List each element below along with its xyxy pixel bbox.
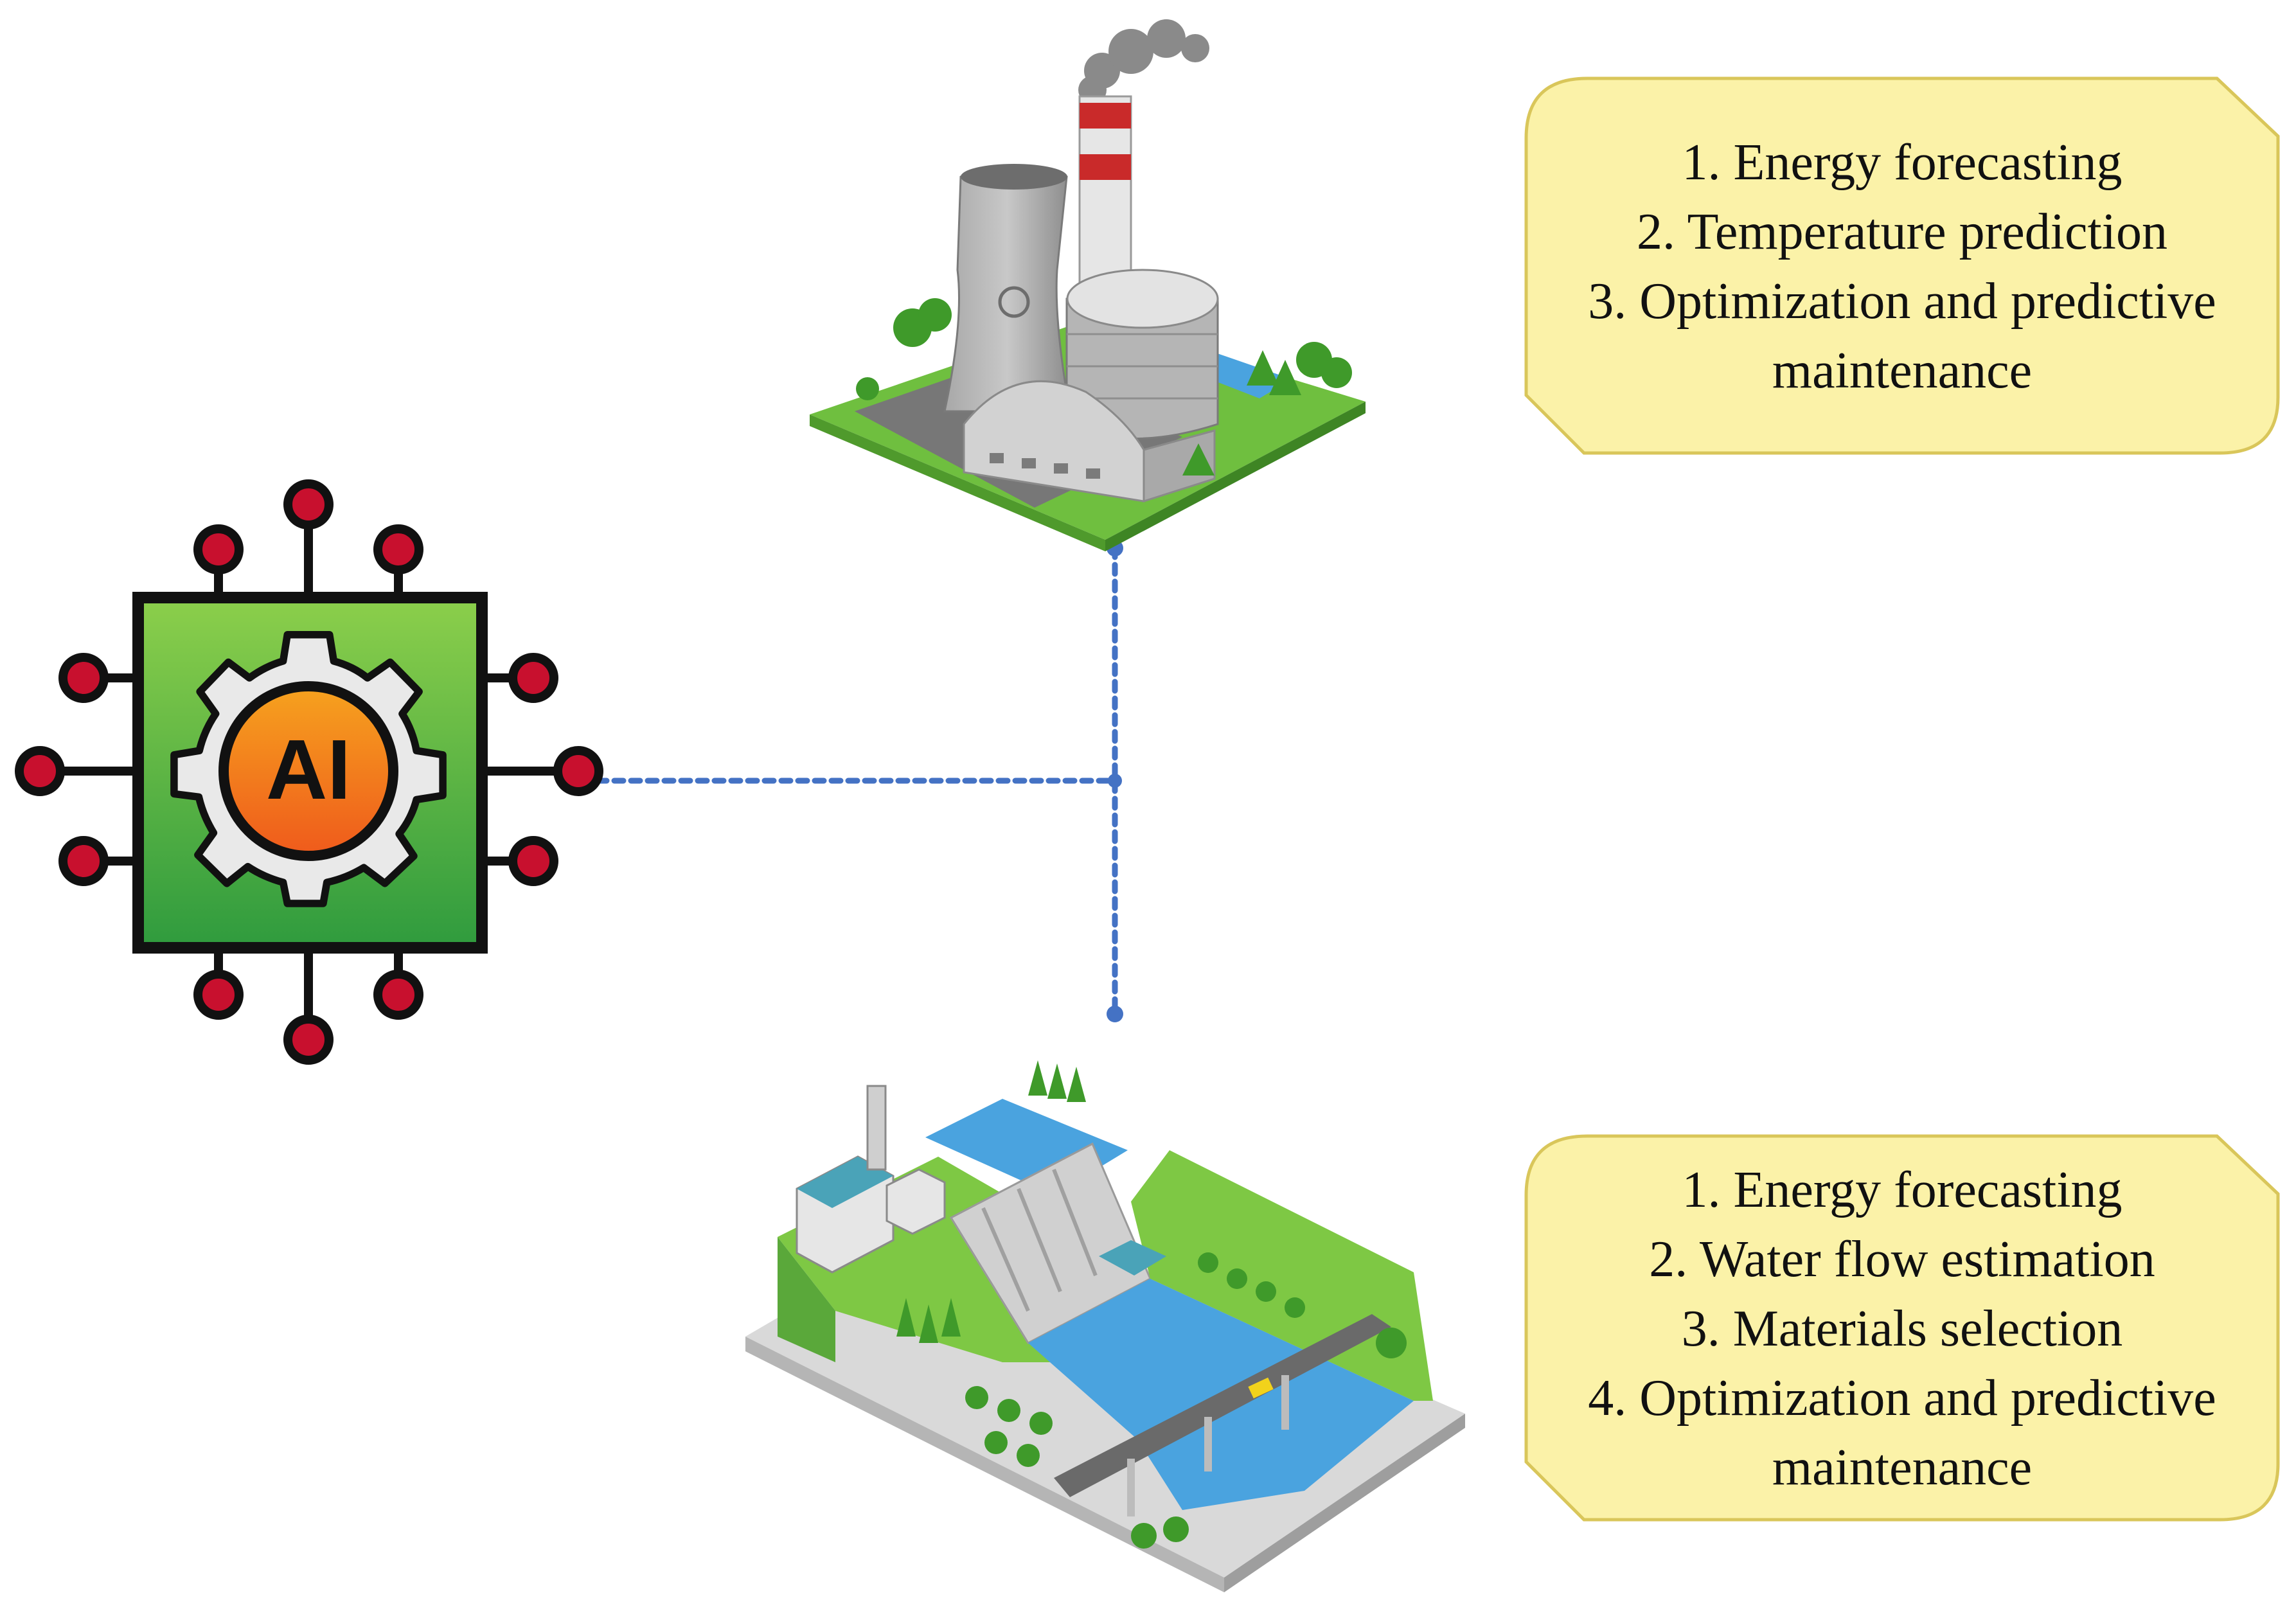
bottom-callout-line-3: 3. Materials selection — [1681, 1301, 2123, 1357]
ai-badge-text: AI — [266, 722, 351, 817]
bottom-callout-box — [1524, 1134, 2280, 1522]
top-callout-line-2: 2. Temperature prediction — [1637, 203, 2167, 260]
bottom-callout-line-2: 2. Water flow estimation — [1649, 1231, 2155, 1288]
top-callout-line-1: 1. Energy forecasting — [1682, 134, 2122, 191]
trees — [896, 1060, 1407, 1549]
bottom-callout-line-4: 4. Optimization and predictive — [1588, 1370, 2216, 1427]
top-callout-line-4: maintenance — [1772, 342, 2033, 399]
top-callout-text: 1. Energy forecasting 2. Temperature pre… — [1526, 78, 2278, 454]
chip-pins — [15, 479, 603, 1065]
bottom-callout-line-1: 1. Energy forecasting — [1682, 1162, 2122, 1218]
top-callout-line-3: 3. Optimization and predictive — [1588, 272, 2216, 330]
ai-badge — [218, 681, 398, 861]
connector-dot-bottom — [1107, 1006, 1123, 1022]
nuclear-power-plant-icon — [810, 19, 1366, 551]
bottom-callout-text: 1. Energy forecasting 2. Water flow esti… — [1526, 1136, 2278, 1522]
trees — [856, 298, 1352, 476]
hydroelectric-dam-icon — [745, 1060, 1465, 1592]
smoke — [1078, 19, 1209, 104]
connector-lines — [594, 545, 1118, 1017]
bottom-callout-line-5: maintenance — [1772, 1439, 2033, 1496]
gear-icon: AI — [170, 631, 447, 907]
connector-dot-junction — [1108, 774, 1122, 788]
ai-chip-gear-icon: AI — [15, 479, 603, 1065]
top-callout-box — [1524, 76, 2280, 455]
